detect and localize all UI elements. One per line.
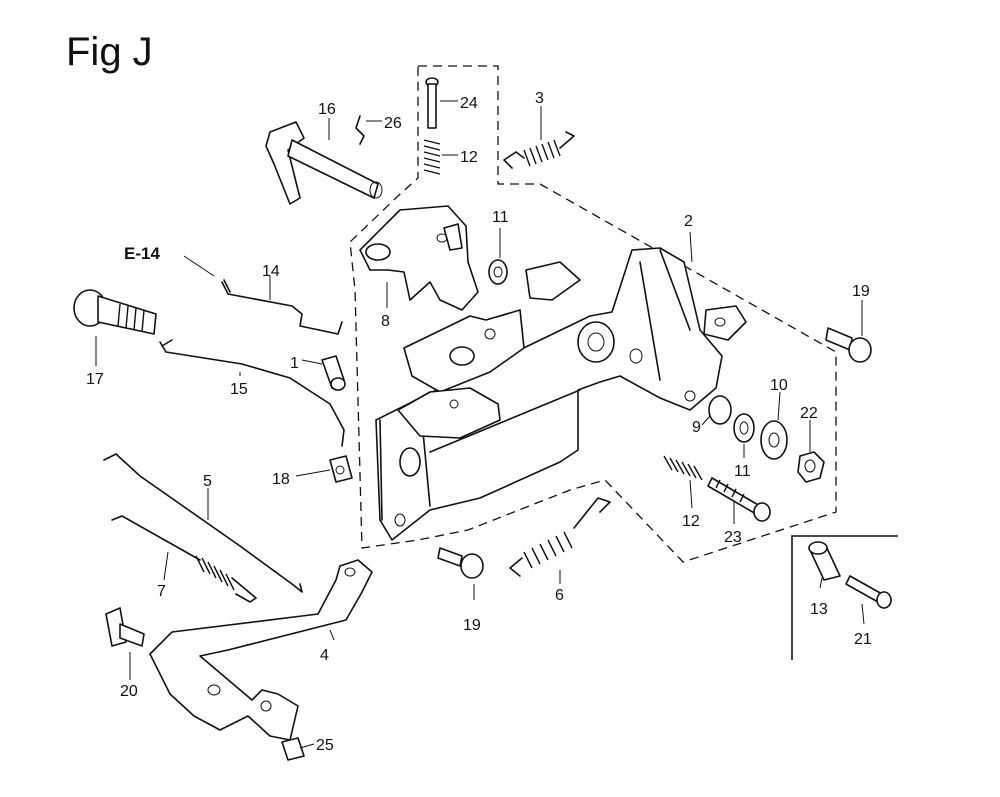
knob-assembly (73, 289, 157, 335)
callout-12-right: 12 (682, 513, 700, 530)
control-base-bracket (375, 247, 747, 541)
callout-8: 8 (381, 313, 390, 330)
callout-9: 9 (692, 419, 701, 436)
bolt-19-right (825, 327, 872, 363)
callout-19-bottom: 19 (463, 617, 481, 634)
callout-5: 5 (203, 473, 212, 490)
callout-2: 2 (684, 213, 693, 230)
leader-lines (95, 100, 865, 749)
inset-frame (791, 535, 898, 660)
bolt-21 (845, 575, 892, 609)
callout-6: 6 (555, 587, 564, 604)
assembly-boundary (349, 65, 837, 563)
callout-12-top: 12 (460, 149, 478, 166)
spring-3 (503, 131, 575, 169)
throttle-lever (359, 205, 479, 311)
callout-25: 25 (316, 737, 334, 754)
callout-13: 13 (810, 601, 828, 618)
bolt-19-bottom (437, 547, 484, 579)
figure-title: Fig J (66, 30, 153, 74)
callout-23: 23 (724, 529, 742, 546)
callout-7: 7 (157, 583, 166, 600)
link-rod-5 (103, 453, 303, 593)
washer-10 (760, 420, 788, 460)
bolt-20 (105, 607, 145, 647)
callout-17: 17 (86, 371, 104, 388)
callout-26: 26 (384, 115, 402, 132)
screw-24 (425, 77, 439, 129)
nut-25 (281, 737, 305, 761)
callout-16: 16 (318, 101, 336, 118)
governor-spring-7 (111, 515, 257, 603)
callout-15: 15 (230, 381, 248, 398)
callout-3: 3 (535, 90, 544, 107)
collar-13 (808, 541, 841, 581)
callout-11-right: 11 (734, 463, 751, 480)
washer-11-right (733, 413, 755, 443)
callout-18: 18 (272, 471, 290, 488)
callout-10: 10 (770, 377, 788, 394)
bolt-1 (321, 355, 346, 391)
stop-arm (149, 559, 373, 741)
control-lever (265, 121, 383, 205)
spring-12-top (423, 139, 441, 175)
reference-e14[interactable]: E-14 (124, 244, 160, 263)
washer-9 (708, 395, 732, 425)
nut-18 (329, 455, 353, 483)
callout-22: 22 (800, 405, 818, 422)
screw-23 (707, 477, 771, 522)
choke-rod (221, 281, 343, 335)
nut-22 (797, 451, 825, 483)
callout-14: 14 (262, 263, 280, 280)
callout-20: 20 (120, 683, 138, 700)
spring-12-right (663, 455, 703, 481)
callout-11-top: 11 (492, 209, 509, 226)
lever-plate (397, 261, 581, 439)
spring-6 (509, 497, 611, 577)
callout-4: 4 (320, 647, 329, 664)
callout-24: 24 (460, 95, 478, 112)
pin-26 (355, 115, 365, 145)
governor-rod (159, 341, 345, 447)
callout-19-right: 19 (852, 283, 870, 300)
callout-1: 1 (290, 355, 299, 372)
callout-21: 21 (854, 631, 872, 648)
washer-11-top (488, 259, 508, 285)
